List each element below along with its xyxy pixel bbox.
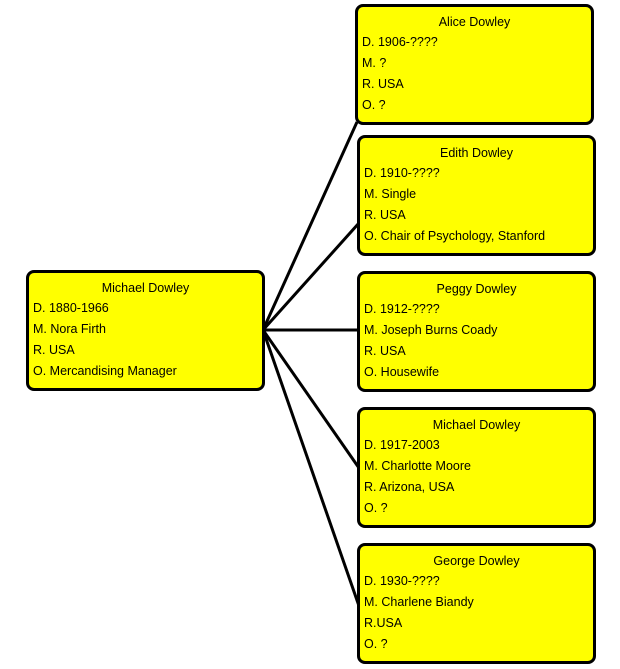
child-1-occupation: O. ? [362, 98, 386, 112]
child-3-occupation: O. Housewife [364, 365, 440, 379]
connector-to-child-5 [261, 329, 361, 607]
connector-to-child-2 [261, 221, 361, 332]
child-2-name: Edith Dowley [440, 146, 513, 160]
root-person-residence: R. USA [33, 343, 75, 357]
child-3-dates: D. 1912-???? [364, 302, 440, 316]
child-box-2: Edith Dowley D. 1910-???? M. Single R. U… [357, 135, 596, 256]
child-3-name: Peggy Dowley [436, 282, 517, 296]
child-5-dates: D. 1930-???? [364, 574, 440, 588]
child-1-residence: R. USA [362, 77, 404, 91]
child-box-3: Peggy Dowley D. 1912-???? M. Joseph Burn… [357, 271, 596, 392]
root-person-marriage: M. Nora Firth [33, 322, 106, 336]
child-2-marriage: M. Single [364, 187, 417, 201]
child-box-5: George Dowley D. 1930-???? M. Charlene B… [357, 543, 596, 664]
root-person-name: Michael Dowley [101, 281, 190, 295]
child-5-residence: R.USA [364, 616, 403, 630]
child-5-name: George Dowley [433, 554, 520, 568]
child-4-residence: R. Arizona, USA [364, 480, 455, 494]
child-4-marriage: M. Charlotte Moore [364, 459, 471, 473]
child-4-occupation: O. ? [364, 501, 388, 515]
root-person-dates: D. 1880-1966 [33, 301, 109, 315]
child-2-occupation: O. Chair of Psychology, Stanford [364, 229, 546, 243]
child-5-marriage: M. Charlene Biandy [364, 595, 474, 609]
connector-to-child-1 [261, 121, 359, 331]
child-box-4: Michael Dowley D. 1917-2003 M. Charlotte… [357, 407, 596, 528]
child-box-1: Alice Dowley D. 1906-???? M. ? R. USA O.… [355, 4, 594, 125]
root-person-box: Michael Dowley D. 1880-1966 M. Nora Firt… [26, 270, 265, 391]
child-5-occupation: O. ? [364, 637, 388, 651]
child-1-dates: D. 1906-???? [362, 35, 438, 49]
child-4-dates: D. 1917-2003 [364, 438, 440, 452]
child-2-residence: R. USA [364, 208, 406, 222]
child-4-name: Michael Dowley [432, 418, 521, 432]
root-person-occupation: O. Mercandising Manager [33, 364, 177, 378]
child-2-dates: D. 1910-???? [364, 166, 440, 180]
connector-to-child-4 [261, 329, 361, 469]
child-1-marriage: M. ? [362, 56, 387, 70]
child-1-name: Alice Dowley [438, 15, 511, 29]
child-3-marriage: M. Joseph Burns Coady [364, 323, 498, 337]
child-3-residence: R. USA [364, 344, 406, 358]
